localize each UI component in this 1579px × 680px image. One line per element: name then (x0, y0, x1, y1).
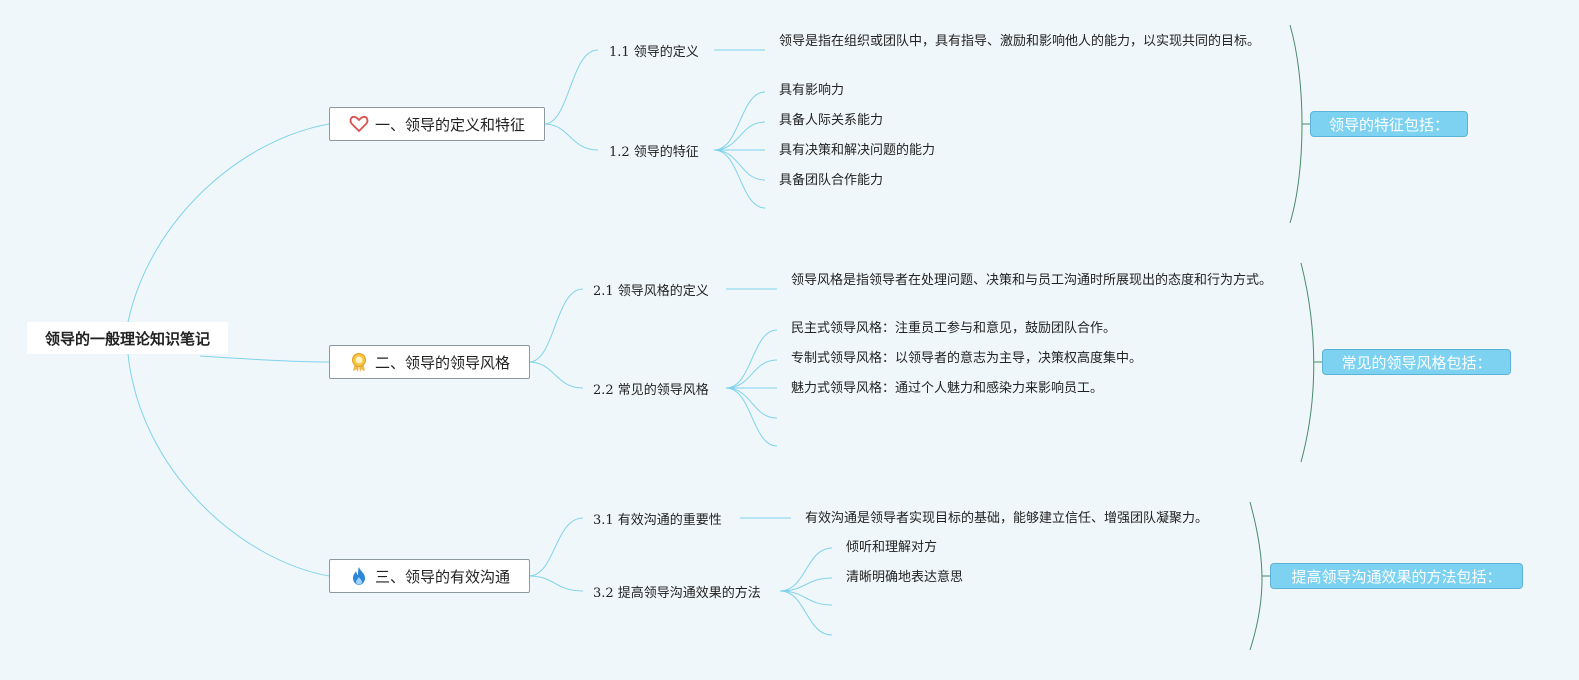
subtopic-2-2[interactable]: 2.2 常见的领导风格 (593, 383, 709, 398)
connector-t2-s1 (528, 288, 584, 363)
connector-root-topic1 (127, 123, 330, 323)
connector-t1-s2 (543, 123, 599, 151)
summary-bracket-3 (1249, 501, 1263, 651)
topic-title: 三、领导的有效沟通 (374, 567, 510, 586)
flame-icon (349, 566, 369, 586)
connector-s32-leaf1 (779, 547, 833, 592)
award-ribbon-icon (349, 352, 369, 372)
summary-label-methods[interactable]: 提高领导沟通效果的方法包括： (1270, 563, 1523, 589)
topic-title: 二、领导的领导风格 (374, 353, 510, 372)
leaf-1-2-2[interactable]: 具备人际关系能力 (779, 113, 884, 128)
leaf-1-1-1[interactable]: 领导是指在组织或团队中，具有指导、激励和影响他人的能力，以实现共同的目标。 (779, 34, 1261, 49)
topic-leadership-style[interactable]: 二、领导的领导风格 (329, 345, 530, 379)
connector-s12-leaf5 (713, 149, 766, 209)
subtopic-3-2[interactable]: 3.2 提高领导沟通效果的方法 (593, 586, 761, 601)
connector-t1-s1 (543, 49, 599, 125)
connector-s32-leaf3 (779, 590, 833, 606)
leaf-3-1-1[interactable]: 有效沟通是领导者实现目标的基础，能够建立信任、增强团队凝聚力。 (805, 511, 1209, 526)
subtopic-1-1[interactable]: 1.1 领导的定义 (609, 45, 699, 60)
heart-icon (349, 114, 369, 134)
connector-root-topic2 (199, 355, 330, 363)
connector-s12-leaf2 (713, 121, 766, 151)
subtopic-3-1[interactable]: 3.1 有效沟通的重要性 (593, 513, 722, 528)
summary-label-traits[interactable]: 领导的特征包括： (1310, 111, 1468, 137)
topic-definition-and-traits[interactable]: 一、领导的定义和特征 (329, 107, 545, 141)
connector-s22-leaf2 (725, 359, 778, 389)
connector-s22-leaf5 (725, 387, 778, 447)
leaf-2-2-1[interactable]: 民主式领导风格：注重员工参与和意见，鼓励团队合作。 (791, 321, 1117, 336)
connector-s12-leaf1 (713, 91, 766, 151)
connector-s22-leaf1 (725, 329, 778, 389)
leaf-2-2-2[interactable]: 专制式领导风格：以领导者的意志为主导，决策权高度集中。 (791, 351, 1143, 366)
topic-title: 一、领导的定义和特征 (374, 115, 525, 134)
summary-bracket-2 (1300, 262, 1315, 463)
root-topic[interactable]: 领导的一般理论知识笔记 (27, 322, 228, 354)
leaf-2-1-1[interactable]: 领导风格是指领导者在处理问题、决策和与员工沟通时所展现出的态度和行为方式。 (791, 273, 1273, 288)
subtopic-2-1[interactable]: 2.1 领导风格的定义 (593, 284, 709, 299)
subtopic-1-2[interactable]: 1.2 领导的特征 (609, 145, 699, 160)
leaf-1-2-1[interactable]: 具有影响力 (779, 83, 845, 98)
leaf-3-2-2[interactable]: 清晰明确地表达意思 (846, 570, 964, 585)
connector-root-topic3 (127, 353, 330, 577)
connector-t2-s2 (528, 361, 584, 389)
summary-bracket-1 (1289, 24, 1303, 224)
connector-s22-leaf4 (725, 387, 778, 419)
connector-s32-leaf4 (779, 590, 833, 636)
topic-effective-communication[interactable]: 三、领导的有效沟通 (329, 559, 530, 593)
summary-label-styles[interactable]: 常见的领导风格包括： (1322, 349, 1511, 375)
connector-t3-s1 (528, 517, 584, 577)
leaf-2-2-3[interactable]: 魅力式领导风格：通过个人魅力和感染力来影响员工。 (791, 381, 1104, 396)
leaf-1-2-3[interactable]: 具有决策和解决问题的能力 (779, 143, 936, 158)
connector-t3-s2 (528, 575, 584, 592)
leaf-3-2-1[interactable]: 倾听和理解对方 (846, 540, 938, 555)
connector-s12-leaf4 (713, 149, 766, 181)
leaf-1-2-4[interactable]: 具备团队合作能力 (779, 173, 884, 188)
connector-s32-leaf2 (779, 577, 833, 592)
